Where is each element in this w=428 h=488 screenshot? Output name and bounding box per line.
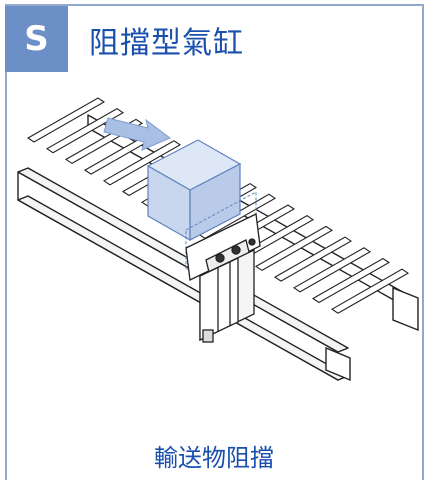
stopper-cylinder-illustration (17, 97, 419, 382)
card-header: S 阻擋型氣缸 (5, 6, 422, 72)
card-title: 阻擋型氣缸 (89, 26, 244, 61)
conveyor-roller (254, 225, 334, 272)
conveyor-roller (102, 140, 182, 186)
conveyor-roller (45, 108, 125, 154)
conveyor-roller (273, 236, 353, 282)
card-border-right (422, 4, 424, 480)
conveyor-roller (292, 247, 372, 293)
card-border-left (5, 72, 7, 480)
conveyor-roller (330, 268, 410, 314)
card-caption: 輸送物阻擋 (154, 444, 274, 472)
conveyor-roller (26, 97, 106, 143)
section-badge: S (5, 6, 68, 72)
conveyor-roller (311, 257, 391, 304)
card-border-top (5, 4, 424, 6)
